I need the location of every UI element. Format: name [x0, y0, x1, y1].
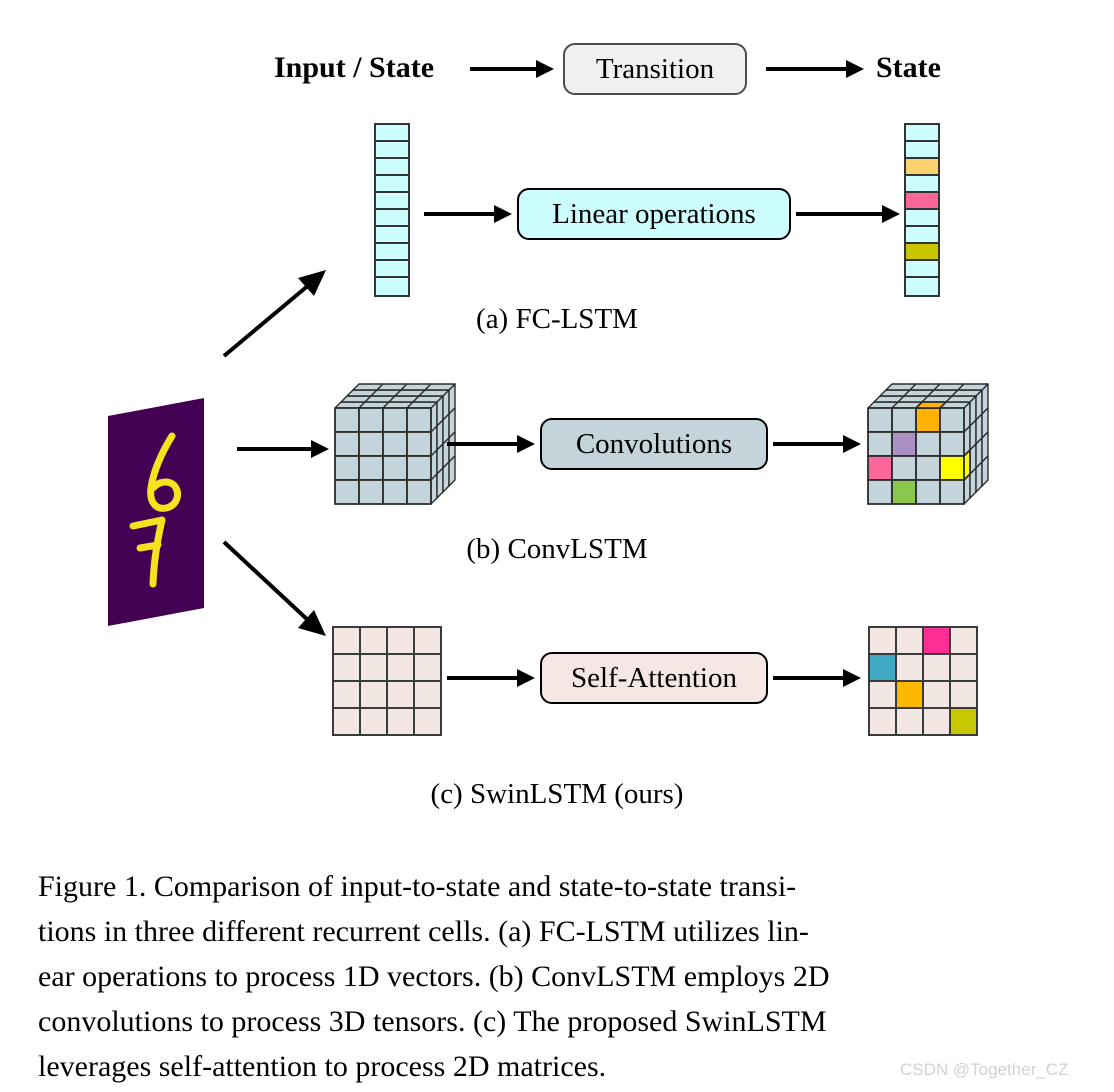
matrix-cell: [897, 682, 922, 707]
vector-cell: [906, 278, 938, 295]
vector-cell: [906, 125, 938, 142]
arrow-head: [846, 60, 864, 78]
vector-cell: [376, 125, 408, 142]
header-input-state-label: Input / State: [274, 51, 435, 84]
arrow-head: [311, 440, 329, 458]
matrix-cell: [388, 655, 413, 680]
matrix-cell: [334, 682, 359, 707]
branch-arrow-up: [222, 268, 332, 358]
arrow-shaft: [773, 676, 843, 680]
matrix-cell: [951, 709, 976, 734]
subcaption-c: (c) SwinLSTM (ours): [430, 778, 684, 810]
conv-input-cube: [333, 382, 459, 508]
vector-cell: [376, 227, 408, 244]
matrix-cell: [415, 655, 440, 680]
matrix-cell: [870, 682, 895, 707]
matrix-cell: [897, 628, 922, 653]
arrow-head: [843, 669, 861, 687]
swin-input-matrix: [332, 626, 442, 736]
transition-box: Transition: [563, 43, 747, 95]
matrix-cell: [361, 628, 386, 653]
convolutions-box: Convolutions: [540, 418, 768, 470]
arrow-shaft: [773, 442, 843, 446]
subcaption-a: (a) FC-LSTM: [476, 303, 638, 335]
matrix-cell: [924, 682, 949, 707]
caption-line: leverages self-attention to process 2D m…: [38, 1050, 607, 1083]
arrow-shaft: [447, 442, 517, 446]
arrow-shaft: [766, 67, 848, 71]
matrix-cell: [870, 655, 895, 680]
digit-six: [147, 432, 182, 512]
vector-cell: [906, 193, 938, 210]
arrow-head: [494, 205, 512, 223]
vector-cell: [376, 261, 408, 278]
vector-cell: [376, 193, 408, 210]
input-image-plane: [106, 398, 206, 626]
matrix-cell: [388, 709, 413, 734]
caption-line: tions in three different recurrent cells…: [38, 915, 809, 948]
matrix-cell: [334, 709, 359, 734]
matrix-cell: [897, 709, 922, 734]
linear-operations-box: Linear operations: [517, 188, 791, 240]
matrix-cell: [415, 682, 440, 707]
matrix-cell: [361, 709, 386, 734]
matrix-cell: [388, 682, 413, 707]
arrow-head: [517, 435, 535, 453]
digit-seven: [129, 516, 166, 588]
arrow-head: [536, 60, 554, 78]
vector-cell: [376, 210, 408, 227]
matrix-cell: [924, 655, 949, 680]
watermark: CSDN @Together_CZ: [900, 1060, 1069, 1079]
matrix-cell: [334, 628, 359, 653]
caption-line: ear operations to process 1D vectors. (b…: [38, 960, 830, 993]
branch-arrow-down: [222, 540, 332, 640]
matrix-cell: [870, 709, 895, 734]
matrix-cell: [951, 655, 976, 680]
matrix-cell: [415, 628, 440, 653]
matrix-cell: [361, 682, 386, 707]
matrix-cell: [361, 655, 386, 680]
matrix-cell: [951, 682, 976, 707]
plane-background: [108, 398, 204, 626]
figure-caption: Figure 1. Comparison of input-to-state a…: [38, 864, 1054, 1089]
vector-cell: [376, 244, 408, 261]
fc-input-vector: [374, 123, 410, 297]
arrow-shaft: [424, 212, 494, 216]
conv-output-cube: [866, 382, 992, 508]
header-state-label: State: [876, 51, 941, 84]
caption-line: convolutions to process 3D tensors. (c) …: [38, 1005, 827, 1038]
matrix-cell: [334, 655, 359, 680]
arrow-head: [517, 669, 535, 687]
self-attention-box: Self-Attention: [540, 652, 768, 704]
header-row: Input / State Transition State: [0, 18, 1114, 95]
vector-cell: [906, 261, 938, 278]
vector-cell: [376, 278, 408, 295]
arrow-shaft: [470, 67, 538, 71]
vector-cell: [376, 176, 408, 193]
caption-line: Figure 1. Comparison of input-to-state a…: [38, 870, 797, 903]
vector-cell: [906, 210, 938, 227]
matrix-cell: [388, 628, 413, 653]
arrow-shaft: [796, 212, 882, 216]
vector-cell: [906, 227, 938, 244]
swin-output-matrix: [868, 626, 978, 736]
matrix-cell: [415, 709, 440, 734]
vector-cell: [906, 244, 938, 261]
vector-cell: [906, 159, 938, 176]
vector-cell: [906, 142, 938, 159]
arrow-head: [843, 435, 861, 453]
vector-cell: [376, 142, 408, 159]
matrix-cell: [951, 628, 976, 653]
matrix-cell: [897, 655, 922, 680]
matrix-cell: [924, 709, 949, 734]
matrix-cell: [870, 628, 895, 653]
arrow-shaft: [237, 447, 311, 451]
fc-output-vector: [904, 123, 940, 297]
arrow-shaft: [447, 676, 517, 680]
subcaption-b: (b) ConvLSTM: [466, 533, 648, 565]
matrix-cell: [924, 628, 949, 653]
vector-cell: [376, 159, 408, 176]
vector-cell: [906, 176, 938, 193]
arrow-head: [882, 205, 900, 223]
